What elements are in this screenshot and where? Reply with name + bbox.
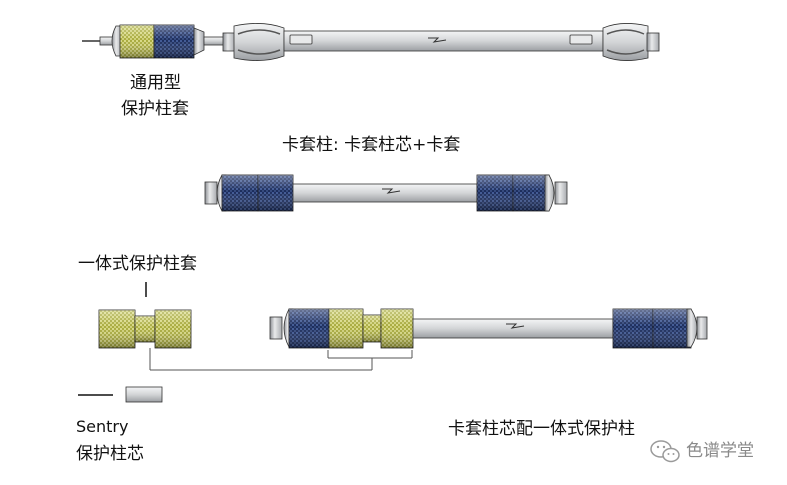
cartridge-column: [204, 174, 568, 212]
sentry-cartridge-label: 保护柱芯: [76, 444, 144, 464]
standard-column: [222, 23, 660, 61]
cartridge-with-integrated-guard: [269, 308, 708, 349]
integrated-guard-label: 一体式保护柱套: [78, 254, 197, 274]
integrated-guard-holder: [98, 309, 192, 349]
connector-lines: [149, 348, 413, 371]
universal-guard-holder: [82, 24, 225, 59]
cartridge-with-guard-label: 卡套柱芯配一体式保护柱: [448, 419, 635, 439]
cartridge-column-title: 卡套柱: 卡套柱芯+卡套: [282, 135, 461, 155]
sentry-cartridge: [125, 386, 163, 403]
wechat-icon: [650, 440, 680, 463]
universal-guard-label-line1: 通用型: [130, 73, 181, 93]
watermark-text: 色谱学堂: [686, 441, 754, 461]
sentry-label: Sentry: [76, 417, 129, 436]
universal-guard-label-line2: 保护柱套: [121, 99, 189, 119]
